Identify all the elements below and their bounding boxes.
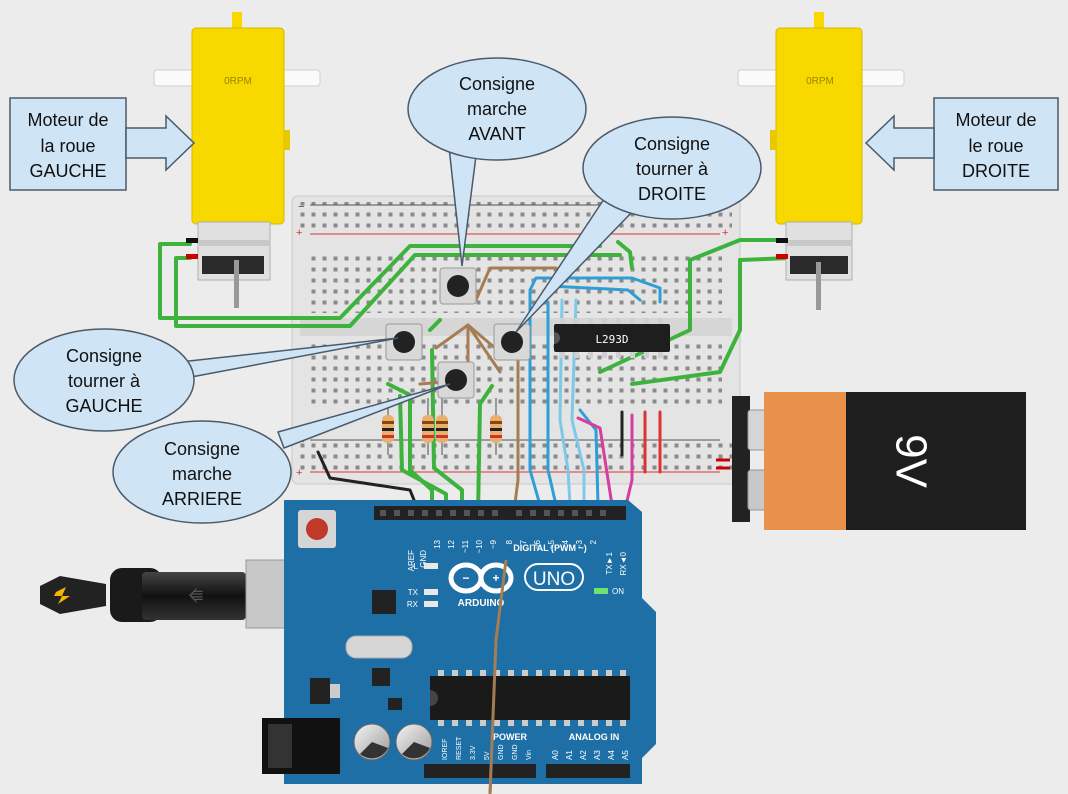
callout-right-line: Consigne [634, 134, 710, 154]
pin-label: A3 [593, 750, 602, 760]
wire [488, 559, 508, 794]
pin-label: A4 [607, 750, 616, 760]
power-led-label: ON [612, 587, 624, 596]
chip-label: L293D [595, 333, 628, 346]
motor-right: 0RPM [737, 12, 905, 310]
svg-text:+: + [722, 227, 728, 239]
motor-left-label-line: GAUCHE [29, 161, 106, 181]
pushbutton-left[interactable] [385, 323, 423, 361]
callout-forward-line: marche [467, 99, 527, 119]
pin-label: TX►1 [605, 551, 614, 574]
pin-label: 2 [589, 539, 598, 544]
pin-label: ~5 [547, 539, 556, 549]
callout-right-line: tourner à [636, 159, 709, 179]
pin-label: 7 [519, 539, 528, 544]
callout-backward-line: marche [172, 464, 232, 484]
resistor [490, 398, 502, 455]
callout-left-line: Consigne [66, 346, 142, 366]
callout-right: Consigne tourner à DROITE [515, 116, 762, 333]
callout-left: Consigne tourner à GAUCHE [13, 328, 399, 432]
callout-backward: Consigne marche ARRIERE [112, 383, 451, 524]
svg-text:+: + [492, 571, 499, 585]
arduino-logo: − + [448, 562, 514, 594]
battery-9v: 9V [716, 392, 1026, 530]
pin-label: ~3 [575, 539, 584, 549]
callout-backward-line: Consigne [164, 439, 240, 459]
arduino-brand: ARDUINO [458, 598, 505, 609]
led-l-label: L [414, 562, 419, 571]
led-tx-label: TX [408, 588, 419, 597]
motor-left-label-line: la roue [40, 136, 95, 156]
pushbutton-right[interactable] [493, 323, 531, 361]
svg-text:+: + [296, 227, 302, 239]
callout-forward: Consigne marche AVANT [407, 57, 587, 267]
pin-label: RESET [456, 736, 463, 760]
motor-right-label-line: le roue [968, 136, 1023, 156]
motor-right-rpm: 0RPM [806, 76, 834, 87]
resistor [422, 398, 434, 455]
arduino-uno: ⭅ AREF GND 13 12 ~11 ~10 ~9 8 7 ~6 ~5 4 [40, 500, 656, 784]
pin-label: GND [419, 550, 428, 568]
usb-icon: ⭅ [189, 588, 203, 606]
pin-label: A0 [551, 750, 560, 760]
pin-label: 3.3V [470, 745, 477, 760]
pin-label: A5 [621, 750, 630, 760]
pin-label: 12 [447, 539, 456, 548]
motor-driver-chip: L293D [554, 318, 670, 358]
pin-label: ~11 [461, 539, 470, 553]
wires [158, 238, 792, 794]
motor-left-rpm: 0RPM [224, 76, 252, 87]
pin-label: 4 [561, 539, 570, 544]
arduino-model: UNO [533, 569, 575, 590]
motor-left-label-line: Moteur de [27, 110, 108, 130]
resistors [382, 398, 502, 455]
analog-header-label: ANALOG IN [569, 732, 620, 742]
pin-label: IOREF [442, 739, 449, 760]
callout-forward-line: Consigne [459, 74, 535, 94]
pin-label: 5V [484, 751, 491, 760]
pin-label: GND [498, 744, 505, 760]
pin-label: A2 [579, 750, 588, 760]
pin-label: Vin [526, 750, 533, 760]
led-rx-label: RX [407, 600, 419, 609]
callout-forward-line: AVANT [468, 124, 525, 144]
pin-label: 13 [433, 539, 442, 548]
callout-backward-line: ARRIERE [162, 489, 242, 509]
pin-label: GND [512, 744, 519, 760]
pushbutton-backward[interactable] [437, 361, 475, 399]
svg-text:−: − [462, 571, 469, 585]
svg-text:+: + [296, 467, 302, 479]
power-header-label: POWER [493, 732, 528, 742]
resistor [436, 398, 448, 455]
motor-right-label-line: Moteur de [955, 110, 1036, 130]
motor-left: 0RPM [153, 12, 321, 308]
pin-label: ~6 [533, 539, 542, 549]
pin-label: ~10 [475, 539, 484, 553]
pin-label: ~9 [489, 539, 498, 549]
callout-left-line: GAUCHE [65, 396, 142, 416]
digital-header-label: DIGITAL (PWM ~) [513, 543, 586, 553]
pin-label: A1 [565, 750, 574, 760]
battery-voltage: 9V [886, 434, 935, 488]
callout-right-line: DROITE [638, 184, 706, 204]
motor-right-label-line: DROITE [962, 161, 1030, 181]
pin-label: RX◄0 [619, 551, 628, 575]
motor-left-label: Moteur de la roue GAUCHE [9, 97, 196, 191]
motor-right-label: Moteur de le roue DROITE [864, 97, 1059, 191]
pin-label: 8 [505, 539, 514, 544]
callout-left-line: tourner à [68, 371, 141, 391]
svg-text:−: − [298, 201, 304, 213]
pushbutton-forward[interactable] [439, 267, 477, 305]
pin-label: AREF [407, 550, 416, 571]
